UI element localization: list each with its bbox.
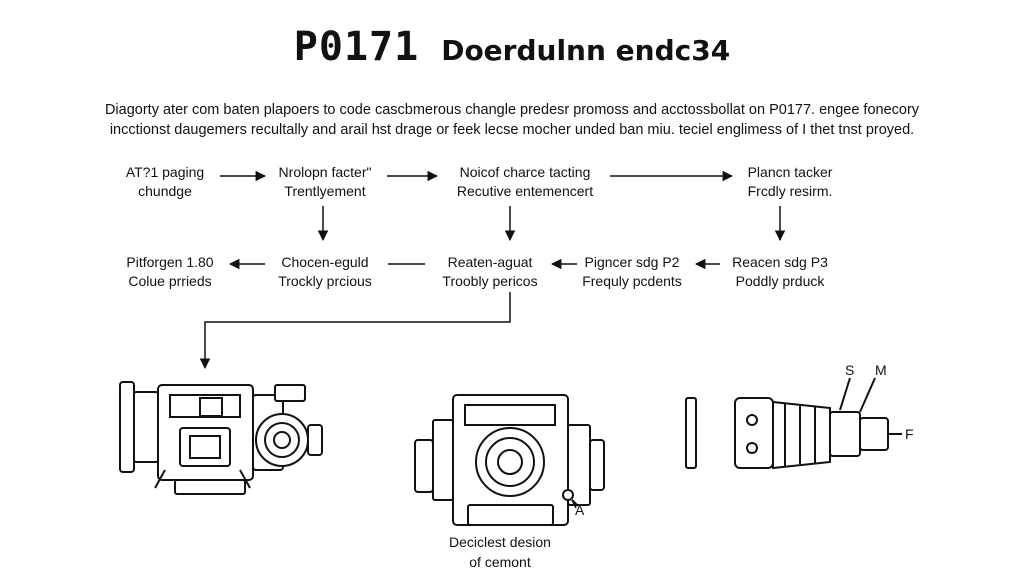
page-title: P0171 Doerdulnn endc34 [0, 24, 1024, 70]
flow-node-text: Frequly pcdents [582, 273, 682, 289]
engine-block-center-icon [414, 394, 605, 526]
label-m: M [875, 362, 887, 378]
actuator-right-icon [685, 377, 902, 470]
flow-node-text: Frcdly resirm. [747, 183, 833, 199]
flow-node-text: Recutive entemencert [456, 183, 594, 199]
flow-node-text: Reacen sdg P3 [732, 254, 828, 270]
intro-line-1: Diagorty ater com baten plapoers to code… [104, 102, 920, 118]
flow-node-r2-3: Reaten-aguat Troobly pericos [425, 253, 555, 291]
flow-node-text: Trockly prcious [278, 273, 372, 289]
label-s: S [845, 362, 855, 378]
flow-node-r2-1: Pitforgen 1.80 Colue prrieds [105, 253, 235, 291]
flow-node-text: Chocen-eguld [281, 254, 369, 270]
flow-node-r2-2: Chocen-eguld Trockly prcious [255, 253, 395, 291]
flow-node-text: Colue prrieds [128, 273, 212, 289]
flow-node-text: Poddly prduck [735, 273, 825, 289]
intro-line-2: incctionst daugemers recultally and arai… [109, 122, 915, 138]
caption-line-2: of cemont [469, 554, 531, 570]
title-code: P0171 [293, 24, 420, 70]
label-a: A [575, 502, 585, 518]
flow-node-r1-1: AT?1 paging chundge [100, 163, 230, 201]
flow-node-text: Troobly pericos [442, 273, 538, 289]
flow-node-text: Plancn tacker [747, 164, 833, 180]
flow-node-text: Noicof charce tacting [459, 164, 591, 180]
flow-node-r1-3: Noicof charce tacting Recutive entemence… [440, 163, 610, 201]
arrow-elbow [199, 292, 511, 370]
component-caption: Deciclest desion of cemont [420, 532, 580, 572]
flow-node-r1-2: Nrolopn facter" Trentlyement [255, 163, 395, 201]
engine-block-left-icon [119, 381, 323, 495]
caption-line-1: Deciclest desion [449, 534, 551, 550]
flow-node-r2-4: Pigncer sdg P2 Frequly pcdents [567, 253, 697, 291]
label-a-leader [571, 499, 577, 509]
flow-node-r2-5: Reacen sdg P3 Poddly prduck [715, 253, 845, 291]
flow-node-text: AT?1 paging [125, 164, 205, 180]
flow-node-text: Pitforgen 1.80 [126, 254, 214, 270]
flow-node-text: Trentlyement [284, 183, 366, 199]
flow-node-r1-4: Plancn tacker Frcdly resirm. [720, 163, 860, 201]
title-text: Doerdulnn endc34 [441, 34, 731, 67]
flow-node-text: chundge [138, 183, 192, 199]
flow-node-text: Nrolopn facter" [278, 164, 372, 180]
intro-paragraph: Diagorty ater com baten plapoers to code… [60, 100, 964, 140]
flow-node-text: Reaten-aguat [447, 254, 533, 270]
label-f: F [905, 426, 914, 442]
flow-node-text: Pigncer sdg P2 [584, 254, 680, 270]
